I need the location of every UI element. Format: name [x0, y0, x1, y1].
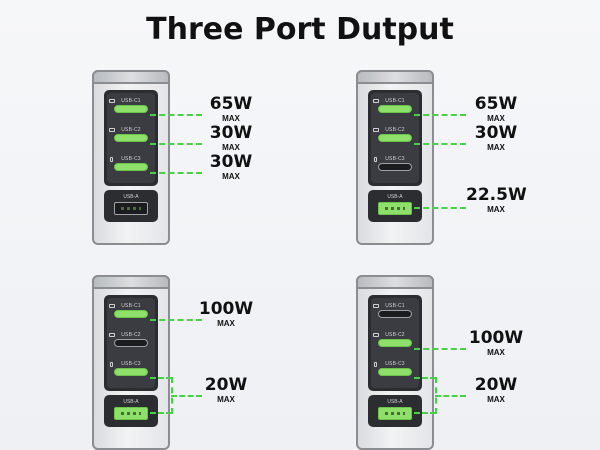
- laptop-icon: [373, 304, 379, 308]
- output-watt: 22.5W: [466, 185, 527, 205]
- usb-a-panel: USB-A: [368, 395, 422, 427]
- max-label: MAX: [487, 395, 505, 404]
- port-label-c1: USB-C1: [385, 98, 405, 104]
- connector-line: [150, 377, 172, 379]
- laptop-icon: [109, 99, 115, 103]
- port-label-c3: USB-C3: [121, 361, 141, 367]
- laptop-icon: [109, 304, 115, 308]
- port-label-c2: USB-C2: [385, 127, 405, 133]
- charger-body: USB-C1 USB-C2 USB-C3 USB-A: [92, 70, 170, 245]
- usb-c-panel: USB-C1 USB-C2 USB-C3: [368, 90, 422, 186]
- usb-c1-port: [378, 310, 412, 318]
- usb-c-panel: USB-C1 USB-C2 USB-C3: [104, 295, 158, 391]
- port-label-c1: USB-C1: [385, 303, 405, 309]
- port-label-a: USB-A: [123, 194, 139, 200]
- connector-line: [171, 395, 202, 397]
- output-watt: 65W: [474, 94, 518, 114]
- port-label-c3: USB-C3: [385, 361, 405, 367]
- connector-line: [150, 319, 202, 321]
- max-label: MAX: [487, 114, 505, 123]
- connector-line: [414, 412, 436, 414]
- laptop-icon: [109, 128, 115, 132]
- laptop-icon: [109, 333, 115, 337]
- output-watt: 100W: [468, 328, 524, 348]
- port-label-c2: USB-C2: [385, 332, 405, 338]
- connector-line: [414, 143, 466, 145]
- usb-a-port: [378, 407, 412, 420]
- connector-line: [150, 143, 202, 145]
- phone-icon: [110, 362, 113, 367]
- output-watt: 65W: [209, 94, 253, 114]
- port-label-c2: USB-C2: [121, 332, 141, 338]
- connector-line: [414, 377, 436, 379]
- phone-icon: [374, 362, 377, 367]
- connector-line: [150, 412, 172, 414]
- connector-line: [414, 114, 466, 116]
- max-label: MAX: [487, 143, 505, 152]
- usb-a-panel: USB-A: [104, 190, 158, 222]
- max-label: MAX: [222, 172, 240, 181]
- max-label: MAX: [222, 114, 240, 123]
- max-label: MAX: [222, 143, 240, 152]
- charger-cap: [92, 70, 170, 84]
- usb-c3-port: [114, 368, 148, 376]
- usb-c2-port: [378, 339, 412, 347]
- phone-icon: [374, 157, 377, 162]
- output-watt: 20W: [204, 375, 248, 395]
- laptop-icon: [373, 99, 379, 103]
- port-label-c3: USB-C3: [121, 156, 141, 162]
- phone-icon: [110, 157, 113, 162]
- usb-c1-port: [114, 310, 148, 318]
- laptop-icon: [373, 128, 379, 132]
- connector-line: [435, 395, 466, 397]
- port-label-a: USB-A: [387, 399, 403, 405]
- connector-line: [150, 114, 202, 116]
- output-watt: 20W: [474, 375, 518, 395]
- usb-a-port: [114, 202, 148, 215]
- port-label-a: USB-A: [387, 194, 403, 200]
- usb-a-port: [114, 407, 148, 420]
- config-1: USB-C1 USB-C2 USB-C3 USB-A 65W MAX 30W M…: [0, 58, 300, 248]
- usb-c-panel: USB-C1 USB-C2 USB-C3: [104, 90, 158, 186]
- config-2: USB-C1 USB-C2 USB-C3 USB-A 65W MAX 30W M…: [300, 58, 600, 248]
- port-label-a: USB-A: [123, 399, 139, 405]
- charger-cap: [356, 70, 434, 84]
- port-label-c1: USB-C1: [121, 303, 141, 309]
- max-label: MAX: [487, 348, 505, 357]
- connector-line: [150, 172, 202, 174]
- usb-a-panel: USB-A: [368, 190, 422, 222]
- usb-c2-port: [114, 339, 148, 347]
- page-title: Three Port Dutput: [146, 12, 454, 47]
- connector-line: [414, 207, 466, 209]
- charger-body: USB-C1 USB-C2 USB-C3 USB-A: [356, 275, 434, 450]
- max-label: MAX: [217, 395, 235, 404]
- output-watt: 30W: [209, 152, 253, 172]
- charger-cap: [356, 275, 434, 289]
- usb-c2-port: [114, 134, 148, 142]
- config-4: USB-C1 USB-C2 USB-C3 USB-A 100W MAX 20W …: [300, 263, 600, 450]
- usb-c3-port: [378, 163, 412, 171]
- charger-body: USB-C1 USB-C2 USB-C3 USB-A: [92, 275, 170, 450]
- config-3: USB-C1 USB-C2 USB-C3 USB-A 100W MAX 20W …: [0, 263, 300, 450]
- usb-c3-port: [114, 163, 148, 171]
- charger-cap: [92, 275, 170, 289]
- usb-c1-port: [114, 105, 148, 113]
- usb-a-panel: USB-A: [104, 395, 158, 427]
- usb-a-port: [378, 202, 412, 215]
- port-label-c3: USB-C3: [385, 156, 405, 162]
- output-watt: 30W: [474, 123, 518, 143]
- usb-c-panel: USB-C1 USB-C2 USB-C3: [368, 295, 422, 391]
- usb-c2-port: [378, 134, 412, 142]
- output-watt: 30W: [209, 123, 253, 143]
- output-watt: 100W: [198, 299, 254, 319]
- usb-c3-port: [378, 368, 412, 376]
- usb-c1-port: [378, 105, 412, 113]
- port-label-c1: USB-C1: [121, 98, 141, 104]
- max-label: MAX: [487, 205, 505, 214]
- charger-body: USB-C1 USB-C2 USB-C3 USB-A: [356, 70, 434, 245]
- connector-line: [414, 348, 466, 350]
- laptop-icon: [373, 333, 379, 337]
- max-label: MAX: [217, 319, 235, 328]
- port-label-c2: USB-C2: [121, 127, 141, 133]
